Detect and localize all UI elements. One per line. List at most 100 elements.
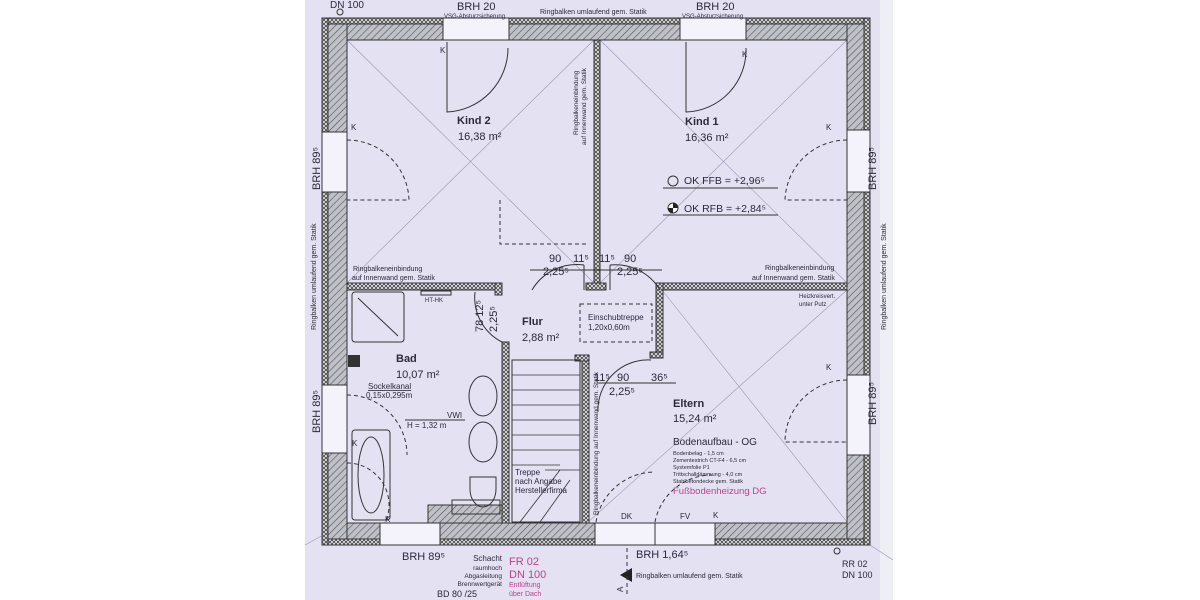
dim-eltern: 2,25⁵ — [609, 386, 635, 398]
windows — [321, 17, 871, 546]
window-bottom-left — [379, 522, 441, 546]
entlueftung-label-2: über Dach — [509, 591, 541, 598]
boiler-icon — [451, 499, 501, 515]
window-right-lower — [846, 374, 871, 456]
dim-eltern: 90 — [617, 372, 629, 384]
floor-layer: Systemfolie P1 — [673, 465, 710, 471]
dim-eltern: 36⁵ — [651, 372, 668, 384]
einbindung-right-2: auf Innenwand gem. Statik — [752, 275, 835, 282]
window-brh: BRH 20 — [696, 1, 735, 13]
k-label: K — [713, 511, 719, 520]
room-name-kind1: Kind 1 — [685, 116, 719, 128]
section-arrow-icon — [620, 568, 632, 582]
floor-layer: Zementestrich CT-F4 - 6,5 cm — [673, 458, 746, 464]
sink-icon — [468, 375, 498, 417]
dim-115: 11⁵ — [573, 253, 589, 265]
window-brh-bottom-right: BRH 1,64⁵ — [636, 549, 688, 561]
room-area-eltern: 15,24 m² — [673, 413, 717, 425]
dim-bad-door-2: 2,25⁵ — [488, 306, 500, 332]
dim-bad-door: 78 12⁵ — [474, 300, 486, 332]
level-markers — [663, 175, 778, 216]
room-area-bad: 10,07 m² — [396, 369, 440, 381]
window-left-lower — [321, 384, 348, 454]
window-brh-bottom-left: BRH 89⁵ — [402, 551, 445, 563]
sink-icon-2 — [468, 421, 498, 463]
k-label: K — [385, 515, 391, 524]
k-label: K — [742, 50, 748, 59]
schacht-line: raumhoch — [473, 565, 502, 572]
schacht-line: Brennwertgerät — [458, 581, 503, 588]
bd-label: BD 80 /25 — [437, 589, 477, 599]
einbindung-vertical-3: Ringbalkeneinbindung auf Innenwand gem. … — [593, 371, 600, 515]
floor-build-title: Bodenaufbau - OG — [673, 437, 757, 448]
section-a-label: A — [616, 586, 625, 592]
dim-225: 2,25⁵ — [543, 266, 569, 278]
dk-label: DK — [621, 512, 633, 521]
heizkreis-label: Heizkreisvert. — [799, 294, 836, 300]
window-note: VSG-Absturzsicherung — [682, 14, 743, 20]
window-top-right — [679, 17, 747, 41]
treppe-label-3: Herstellerfirma — [515, 486, 568, 495]
window-brh: BRH 20 — [457, 1, 496, 13]
room-area-kind1: 16,36 m² — [685, 132, 729, 144]
toilet-icon — [469, 476, 497, 508]
fr02-label: FR 02 — [509, 556, 539, 568]
window-brh-left-lower: BRH 89⁵ — [311, 390, 323, 433]
k-label: K — [440, 46, 446, 55]
einbindung-vertical-2: auf Innenwand gem. Statik — [581, 67, 588, 145]
floor-layer: Trittschalldämmung - 4,0 cm — [673, 472, 743, 478]
room-area-flur: 2,88 m² — [522, 332, 560, 344]
treppe-label: Treppe — [515, 468, 541, 477]
dimension-lines — [530, 269, 676, 384]
attic-hatch — [579, 303, 653, 343]
shower-icon — [351, 291, 405, 343]
dim-eltern: 11⁵ — [594, 372, 610, 384]
dim-225: 2,25⁵ — [617, 266, 643, 278]
window-brh-right-upper: BRH 89⁵ — [867, 147, 879, 190]
room-name-kind2: Kind 2 — [457, 115, 491, 127]
bathtub-icon — [351, 429, 391, 521]
paper-edge — [880, 0, 893, 600]
heizkreis-label-2: unter Putz — [799, 302, 826, 308]
schacht-line: Schacht — [473, 554, 503, 563]
fixtures — [348, 290, 653, 523]
einbindung-left-1: Ringbalkeneinbindung — [353, 266, 422, 273]
rr-dn-label: DN 100 — [842, 570, 873, 580]
einschubtreppe-label: Einschubtreppe — [588, 313, 644, 322]
einbindung-right-1: Ringbalkeneinbindung — [765, 265, 834, 272]
k-label: K — [826, 363, 832, 372]
ringbalken-right: Ringbalken umlaufend gem. Statik — [881, 223, 888, 330]
room-name-flur: Flur — [522, 316, 543, 328]
ok-ffb-label: OK FFB = +2,96⁵ — [684, 175, 765, 187]
einbindung-vertical-1: Ringbalkeneinbindung — [573, 70, 580, 135]
k-label: K — [352, 439, 358, 448]
sockelkanal-size: 0,15x0,295m — [366, 391, 413, 400]
staircase-icon — [511, 359, 581, 523]
schacht-line: Abgasleitung — [464, 573, 502, 580]
ringbalken-bottom: Ringbalken umlaufend gem. Statik — [636, 573, 743, 580]
window-right-upper — [846, 129, 871, 193]
k-label: K — [351, 123, 357, 132]
floor-layer: Bodenbelag - 1,5 cm — [673, 451, 724, 457]
einbindung-left-2: auf Innenwand gem. Statik — [352, 275, 435, 282]
vwi-height: H = 1,32 m — [407, 421, 447, 430]
dim-90: 90 — [624, 253, 636, 265]
entlueftung-label: Entlüftung — [509, 582, 541, 589]
ringbalken-label: Ringbalken umlaufend gem. Statik — [540, 9, 647, 16]
treppe-label-2: nach Angabe — [515, 477, 562, 486]
window-brh-right-lower: BRH 89⁵ — [867, 382, 879, 425]
room-name-eltern: Eltern — [673, 398, 704, 410]
doors — [346, 42, 848, 524]
dim-115: 11⁵ — [599, 253, 615, 265]
window-brh-left-upper: BRH 89⁵ — [311, 147, 323, 190]
k-label: K — [826, 123, 832, 132]
ffb-marker-icon — [667, 175, 679, 187]
window-top-left — [442, 17, 510, 41]
fv-label: FV — [680, 512, 691, 521]
floor-layer: Stahlbetondecke gem. Statik — [673, 479, 743, 485]
ht-hk-label: HT-HK — [425, 298, 443, 304]
ringbalken-left: Ringbalken umlaufend gem. Statik — [311, 223, 318, 330]
window-left-upper — [321, 131, 348, 193]
vwi-label: VWI — [447, 411, 462, 420]
